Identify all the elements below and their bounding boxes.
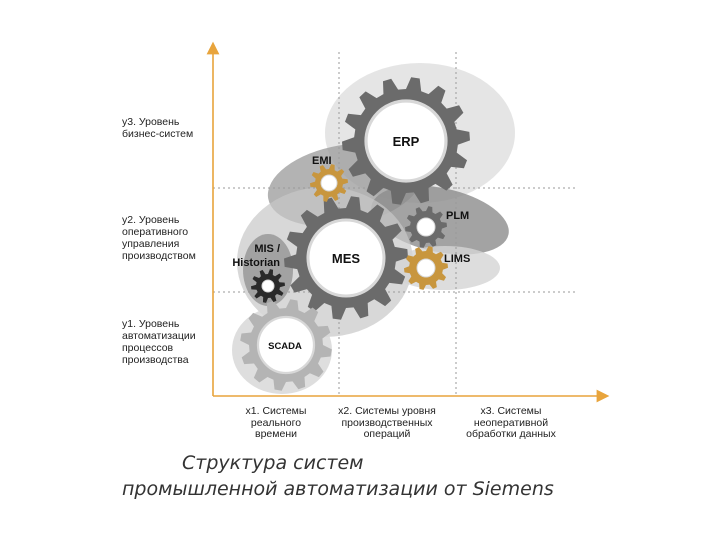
x1-line-3: времени — [255, 428, 297, 440]
erp-label: ERP — [393, 134, 420, 149]
x3-line-1: х3. Системы — [480, 405, 542, 417]
x2-line-2: производственных — [341, 416, 433, 429]
mis-gear-hub — [261, 279, 275, 293]
y3-line-2: бизнес-систем — [122, 128, 194, 140]
y3-line-1: у3. Уровень — [122, 116, 180, 128]
y2-line-1: у2. Уровень — [122, 214, 180, 226]
emi-gear-hub — [320, 174, 338, 192]
y3-label: у3. Уровень бизнес-систем — [122, 116, 193, 140]
erp-gear — [342, 77, 470, 205]
x1-line-1: х1. Системы — [245, 405, 307, 417]
x2-line-3: операций — [363, 428, 411, 440]
gear-labels: ERP MES SCADA EMI PLM LIMS MIS / Histori… — [232, 134, 470, 352]
x3-line-2: неоперативной — [473, 416, 549, 429]
x1-line-2: реального — [250, 416, 302, 429]
y1-line-3: процессов — [122, 342, 174, 354]
mes-gear-hub — [306, 218, 386, 298]
y2-label: у2. Уровень оперативного управления прои… — [122, 214, 196, 262]
x3-line-3: обработки данных — [466, 428, 556, 440]
scada-gear-hub — [256, 315, 316, 375]
plm-gear-hub — [416, 217, 436, 237]
y1-line-4: производства — [122, 354, 189, 366]
lims-gear-hub — [416, 258, 436, 278]
plm-gear — [405, 206, 447, 248]
emi-label: EMI — [312, 155, 332, 167]
mis-label: MIS / — [254, 243, 280, 255]
plm-label: PLM — [446, 210, 469, 222]
scada-gear — [240, 299, 332, 391]
y1-line-2: автоматизации — [122, 330, 196, 342]
lims-gear — [404, 246, 448, 290]
caption-line-1: Структура систем — [182, 452, 364, 474]
mes-gear — [284, 196, 408, 320]
y2-line-2: оперативного — [122, 226, 189, 238]
erp-gear-hub — [364, 99, 448, 183]
caption-line-2: промышленной автоматизации от Siemens — [122, 478, 554, 500]
y1-label: у1. Уровень автоматизации процессов прои… — [122, 318, 196, 366]
y2-line-4: производством — [122, 250, 196, 262]
y2-line-3: управления — [122, 238, 180, 250]
gears-layer — [240, 77, 470, 391]
x1-label: х1. Системы реального времени — [226, 405, 326, 441]
mes-label: MES — [332, 251, 361, 266]
lims-label: LIMS — [444, 253, 470, 265]
y1-line-1: у1. Уровень — [122, 318, 180, 330]
emi-gear — [310, 164, 348, 202]
x3-label: х3. Системы неоперативной обработки данн… — [452, 405, 570, 441]
x2-label: х2. Системы уровня производственных опер… — [328, 405, 446, 441]
axes — [206, 41, 610, 403]
scada-label: SCADA — [268, 341, 302, 352]
historian-label: Historian — [232, 257, 280, 269]
mis-gear — [251, 269, 285, 303]
x2-line-1: х2. Системы уровня — [338, 405, 436, 417]
